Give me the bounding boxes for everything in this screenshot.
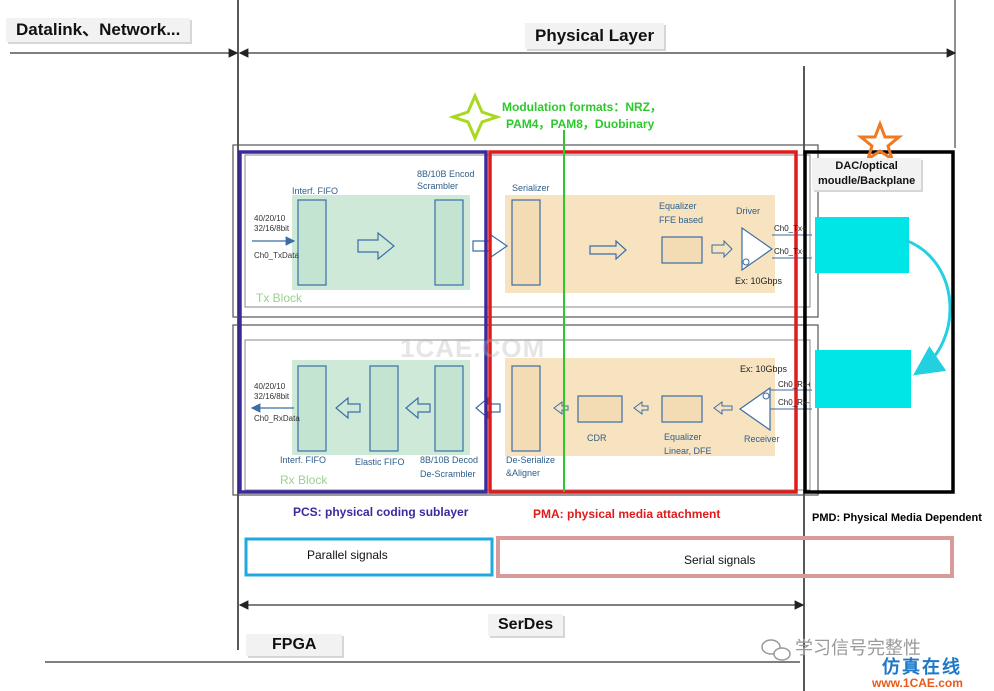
rx-deserializer-label-2: &Aligner	[506, 468, 541, 478]
tx-driver-label: Driver	[736, 206, 760, 216]
physical-layer-label: Physical Layer	[525, 23, 665, 49]
tx-arrow-4	[711, 239, 733, 259]
rx-outer-frame	[232, 324, 819, 496]
rx-elastic-fifo-label: Elastic FIFO	[355, 457, 405, 467]
rx-cdr-label: CDR	[587, 433, 607, 443]
wechat-icon	[761, 639, 791, 661]
rx-speed-label: Ex: 10Gbps	[740, 364, 788, 374]
pma-boundary-box	[488, 150, 798, 494]
rx-decoder-label-1: 8B/10B Decod	[420, 455, 479, 465]
pmd-loop-arrow	[904, 238, 952, 376]
rx-equalizer-box	[661, 395, 703, 423]
tx-driver-bubble	[742, 258, 750, 266]
five-point-star-icon	[856, 119, 904, 163]
rx-pma-fill	[505, 358, 775, 456]
rx-deserializer-label-1: De-Serialize	[506, 455, 556, 465]
tx-encoder-box	[434, 199, 464, 286]
rx-elastic-fifo-box	[369, 365, 399, 452]
tx-arrow-1	[357, 231, 395, 261]
rx-decoder-label-2: De-Scrambler	[420, 469, 476, 479]
rx-arrow-6	[713, 401, 733, 415]
rx-deserializer-box	[511, 365, 541, 452]
pma-caption: PMA: physical media attachment	[533, 507, 721, 521]
modulation-formats-line2: PAM4，PAM8，Duobinary	[506, 117, 655, 131]
tx-serializer-box	[511, 199, 541, 286]
rx-bus-label-2: 32/16/8bit	[254, 392, 290, 401]
rx-block-label: Rx Block	[280, 473, 328, 487]
tx-interf-fifo-label: Interf. FIFO	[292, 186, 339, 196]
tx-bus-label-1: 40/20/10	[254, 214, 286, 223]
serial-signals-label: Serial signals	[684, 553, 756, 567]
pcs-boundary-box	[238, 150, 488, 494]
rx-receiver-bubble	[762, 392, 770, 400]
tx-equalizer-box	[661, 236, 703, 264]
serdes-label: SerDes	[488, 614, 564, 636]
tx-pma-fill	[505, 195, 775, 293]
tx-ch-plus-label: Ch0_Tx+	[774, 224, 807, 233]
wechat-account-name: 学习信号完整性	[795, 638, 921, 658]
tx-interf-fifo-box	[297, 199, 327, 286]
rx-arrow-2	[405, 396, 431, 420]
rx-cdr-box	[577, 395, 623, 423]
rx-arrow-1	[335, 396, 361, 420]
rx-ch-plus-label: Ch0_Rx+	[778, 380, 810, 389]
dac-line2: moudle/Backplane	[818, 175, 916, 187]
tx-encoder-label-2: Scrambler	[417, 181, 459, 191]
datalink-network-label: Datalink、Network...	[6, 18, 191, 42]
serial-signals-box	[496, 536, 954, 578]
tx-driver-triangle	[741, 226, 774, 272]
rx-pmd-block	[815, 350, 911, 408]
tx-bus-label-2: 32/16/8bit	[254, 224, 290, 233]
rx-data-label: Ch0_RxData	[254, 414, 300, 423]
rx-bus-label-1: 40/20/10	[254, 382, 286, 391]
fpga-label: FPGA	[246, 634, 343, 656]
tx-arrow-3	[589, 239, 627, 261]
dac-line1: DAC/optical	[835, 160, 898, 172]
rx-equalizer-label-2: Linear, DFE	[664, 446, 712, 456]
tx-encoder-label-1: 8B/10B Encod	[417, 169, 475, 179]
rx-interf-fifo-box	[297, 365, 327, 452]
parallel-signals-box	[244, 537, 494, 577]
tx-serializer-label: Serializer	[512, 183, 550, 193]
rx-equalizer-label-1: Equalizer	[664, 432, 702, 442]
pmd-boundary-box	[803, 150, 955, 494]
tx-ch-minus-label: Ch0_Tx-	[774, 247, 805, 256]
center-watermark: 1CAE.COM	[400, 333, 546, 363]
rx-arrow-3	[475, 396, 501, 420]
tx-data-label: Ch0_TxData	[254, 251, 299, 260]
tx-equalizer-label-2: FFE based	[659, 215, 704, 225]
rx-arrow-5	[633, 401, 649, 415]
four-point-star-icon	[448, 92, 502, 142]
tx-equalizer-label-1: Equalizer	[659, 201, 697, 211]
site-url: www.1CAE.com	[872, 676, 963, 690]
rx-receiver-label: Receiver	[744, 434, 780, 444]
tx-pmd-block	[815, 217, 909, 273]
rx-interf-fifo-label: Interf. FIFO	[280, 455, 327, 465]
rx-arrow-4	[553, 401, 569, 415]
modulation-formats-line1: Modulation formats：NRZ，	[502, 100, 662, 114]
pcs-caption: PCS: physical coding sublayer	[293, 505, 469, 519]
rx-ch-minus-label: Ch0_Rx-	[778, 398, 810, 407]
tx-speed-label: Ex: 10Gbps	[735, 276, 783, 286]
dac-optical-label: DAC/optical moudle/Backplane	[812, 158, 922, 190]
site-name-cn: 仿真在线	[882, 657, 962, 677]
rx-decoder-box	[434, 365, 464, 452]
tx-block-label: Tx Block	[256, 291, 303, 305]
pmd-caption: PMD: Physical Media Dependent	[812, 512, 982, 524]
parallel-signals-label: Parallel signals	[307, 548, 388, 562]
